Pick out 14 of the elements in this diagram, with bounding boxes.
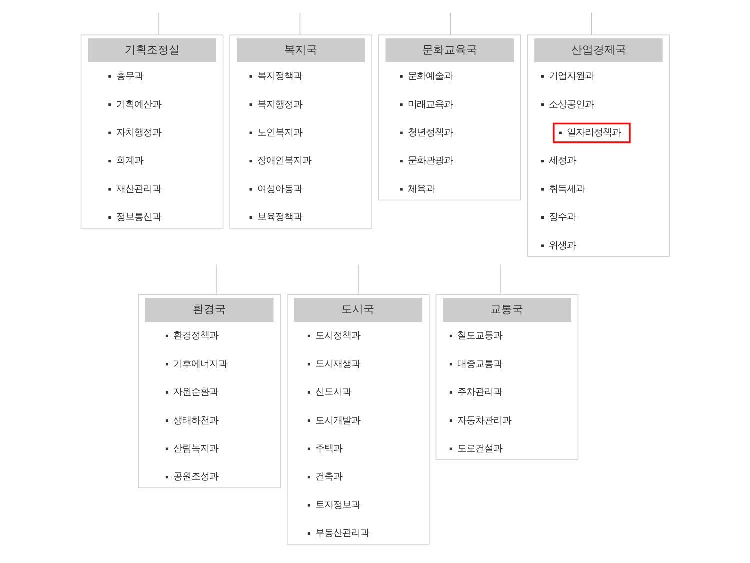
node-box: 문화교육국 문화예술과 미래교육과 청년정책과 문화관광과 체육과	[378, 34, 521, 201]
node-box: 도시국 도시정책과 도시재생과 신도시과 도시개발과 주택과 건축과 토지정보과 부동산관리과	[286, 294, 430, 545]
connector	[299, 12, 300, 36]
connector	[158, 12, 160, 36]
node-box: 일자리정책과	[552, 122, 630, 144]
node-box: 교통국 철도교통과 대중교통과 주차관리과 자동차관리과 도로건설과	[435, 294, 578, 460]
node-box: 환경국 환경정책과 기후에너지과 자원순환과 생태하천과 산림녹지과 공원조성과	[138, 294, 280, 488]
node-box: 기획조정실 총무과 기획예산과 자치행정과 회계과 재산관리과 정보통신과	[80, 34, 224, 229]
connector	[499, 264, 500, 296]
connector	[590, 12, 592, 36]
node-box: 복지국 복지정책과 복지행정과 노인복지과 장애인복지과 여성아동과 보육정책과	[229, 34, 372, 229]
connector	[450, 12, 451, 36]
connector	[357, 264, 358, 296]
connector	[215, 264, 216, 296]
